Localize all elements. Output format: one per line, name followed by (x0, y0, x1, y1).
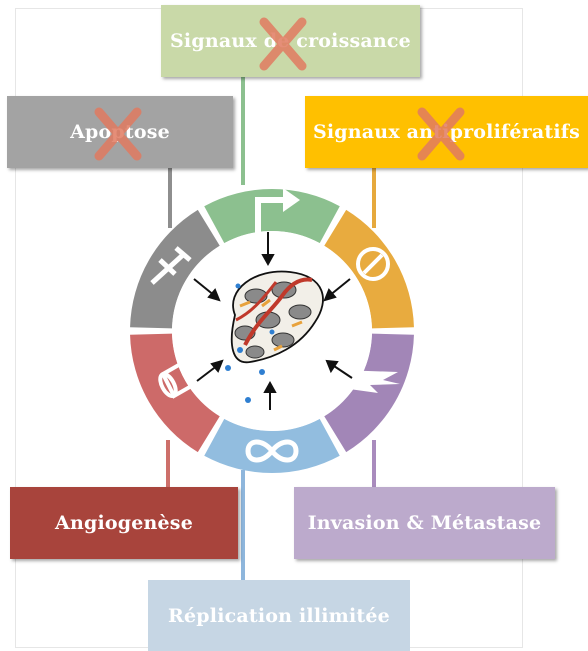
zigzag-icon (340, 370, 400, 393)
box-replication: Réplication illimitée (148, 580, 410, 651)
box-replication-label: Réplication illimitée (168, 604, 390, 627)
wheel-segment-apoptosis (130, 209, 220, 329)
inward-arrows (193, 232, 353, 410)
infinity-icon (245, 439, 299, 463)
no-sign-icon (356, 247, 390, 281)
box-invasion-metastasis: Invasion & Métastase (294, 487, 555, 559)
wheel-segment-replication (204, 418, 340, 473)
box-invasion-metastasis-label: Invasion & Métastase (307, 512, 542, 534)
vessel-icon (158, 359, 198, 399)
wheel-segment-invasion (324, 333, 414, 453)
box-angiogenesis-label: Angiogenèse (55, 512, 193, 534)
box-antiproliferative: Signaux antiprolifératifs (305, 96, 588, 168)
cross-icon (150, 246, 192, 285)
box-antiproliferative-label: Signaux antiprolifératifs (312, 121, 581, 143)
wheel-segment-growth (204, 189, 340, 244)
box-apoptosis-label: Apoptose (70, 121, 170, 143)
box-apoptosis: Apoptose (7, 96, 233, 168)
box-angiogenesis: Angiogenèse (10, 487, 238, 559)
arrow-turn-icon (255, 188, 300, 238)
box-growth-signals: Signaux de croissance (161, 5, 420, 77)
tumor-illustration (225, 270, 324, 403)
box-growth-signals-label: Signaux de croissance (170, 30, 411, 52)
